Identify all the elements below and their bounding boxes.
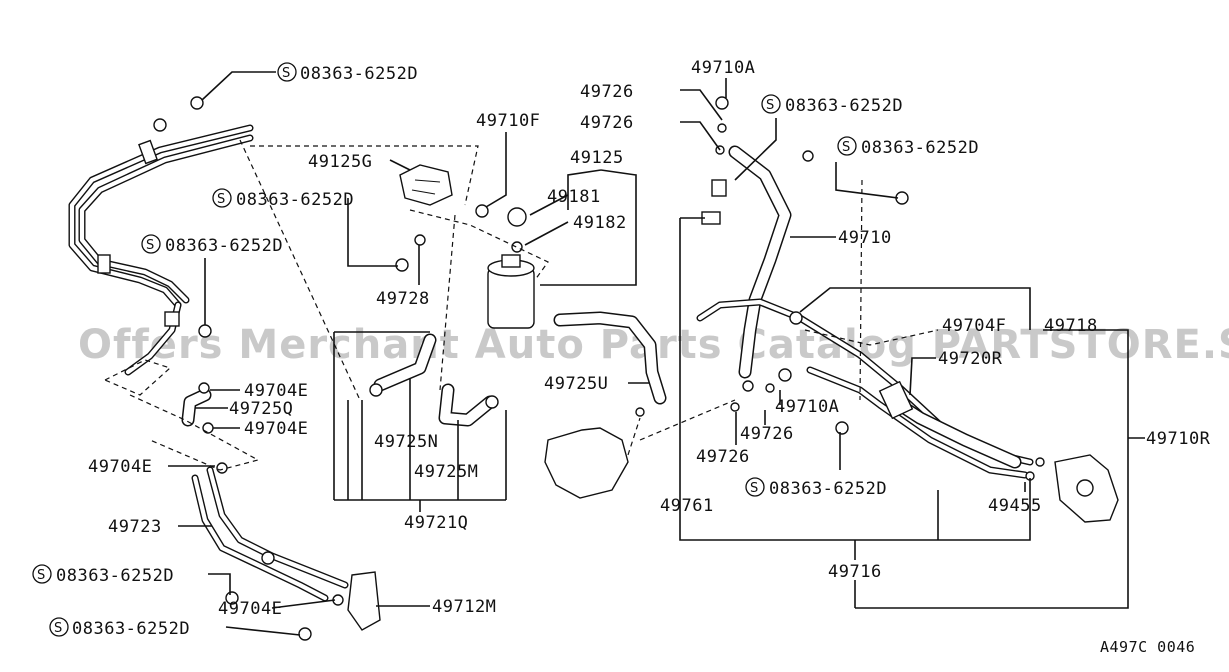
label-49725U: 49725U: [544, 374, 608, 394]
svg-text:S: S: [54, 621, 62, 636]
screw-label-top-center: S 08363-6252D: [761, 94, 903, 116]
label-49704E-1: 49704E: [244, 381, 308, 401]
screw-label-bottom-left-2: S 08363-6252D: [49, 617, 190, 639]
svg-text:S: S: [146, 238, 154, 253]
center-assembly: [239, 139, 667, 499]
label-49726-1: 49726: [580, 82, 634, 102]
svg-text:08363-6252D: 08363-6252D: [72, 619, 190, 639]
label-49125G: 49125G: [308, 152, 372, 172]
label-49725N: 49725N: [374, 432, 438, 452]
label-49710R: 49710R: [1146, 429, 1211, 449]
svg-text:S: S: [282, 66, 290, 81]
svg-text:S: S: [37, 568, 45, 583]
diagram-code: A497C 0046: [1100, 638, 1195, 656]
right-assembly: [639, 96, 1119, 523]
label-49726-3: 49726: [740, 424, 794, 444]
label-49728: 49728: [376, 289, 430, 309]
label-49704E-3: 49704E: [88, 457, 152, 477]
svg-text:S: S: [217, 192, 225, 207]
label-49181: 49181: [547, 187, 601, 207]
label-49721Q: 49721Q: [404, 513, 468, 533]
svg-text:S: S: [842, 140, 850, 155]
screw-label-mid-left: S 08363-6252D: [212, 188, 354, 210]
label-49182: 49182: [573, 213, 627, 233]
svg-text:08363-6252D: 08363-6252D: [300, 64, 418, 84]
svg-text:08363-6252D: 08363-6252D: [769, 479, 887, 499]
label-49726-4: 49726: [696, 447, 750, 467]
svg-text:08363-6252D: 08363-6252D: [785, 96, 903, 116]
label-49712M: 49712M: [432, 597, 496, 617]
screw-label-top-right: S 08363-6252D: [837, 136, 979, 158]
svg-text:08363-6252D: 08363-6252D: [165, 236, 283, 256]
label-49710A-1: 49710A: [691, 58, 755, 78]
label-49761: 49761: [660, 496, 714, 516]
label-49716: 49716: [828, 562, 882, 582]
label-49704E-4: 49704E: [218, 599, 282, 619]
svg-text:08363-6252D: 08363-6252D: [56, 566, 174, 586]
label-49726-2: 49726: [580, 113, 634, 133]
label-49720R: 49720R: [938, 349, 1003, 369]
svg-text:S: S: [750, 481, 758, 496]
label-49725M: 49725M: [414, 462, 478, 482]
screw-label-left: S 08363-6252D: [141, 234, 283, 256]
leader-lines: [168, 71, 1145, 636]
svg-text:S: S: [766, 98, 774, 113]
label-49718: 49718: [1044, 316, 1098, 336]
label-49704F: 49704F: [942, 316, 1006, 336]
svg-text:08363-6252D: 08363-6252D: [236, 190, 354, 210]
label-49704E-2: 49704E: [244, 419, 308, 439]
label-49455: 49455: [988, 496, 1042, 516]
screw-label-bottom-left-1: S 08363-6252D: [32, 564, 174, 586]
screw-label-center-bottom: S 08363-6252D: [745, 477, 887, 499]
label-49725Q: 49725Q: [229, 399, 293, 419]
screw-label-top-left: S 08363-6252D: [277, 62, 418, 84]
label-49125: 49125: [570, 148, 624, 168]
label-49723: 49723: [108, 517, 162, 537]
label-49710F: 49710F: [476, 111, 540, 131]
label-49710: 49710: [838, 228, 892, 248]
svg-text:08363-6252D: 08363-6252D: [861, 138, 979, 158]
left-pipe-assembly: [68, 96, 381, 641]
label-49710A-2: 49710A: [775, 397, 839, 417]
